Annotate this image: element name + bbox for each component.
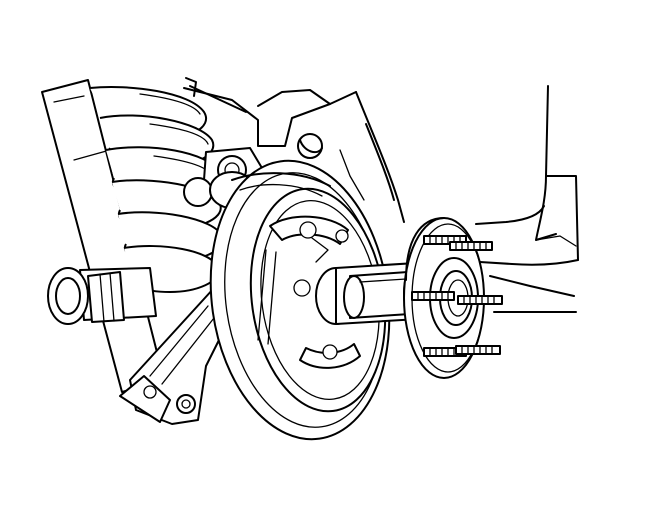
wheel-stud [411, 291, 455, 301]
vehicle-body-panel [183, 77, 579, 313]
wheel-stud [455, 345, 501, 355]
wheel-studs [411, 235, 503, 357]
knuckle-bolt [47, 267, 157, 325]
hub-and-bearing-assembly [403, 217, 485, 379]
trailing-arm [119, 287, 227, 425]
parking-brake-shoes [257, 215, 361, 369]
wheel-stud [449, 241, 493, 251]
wheel-stud [457, 295, 503, 305]
